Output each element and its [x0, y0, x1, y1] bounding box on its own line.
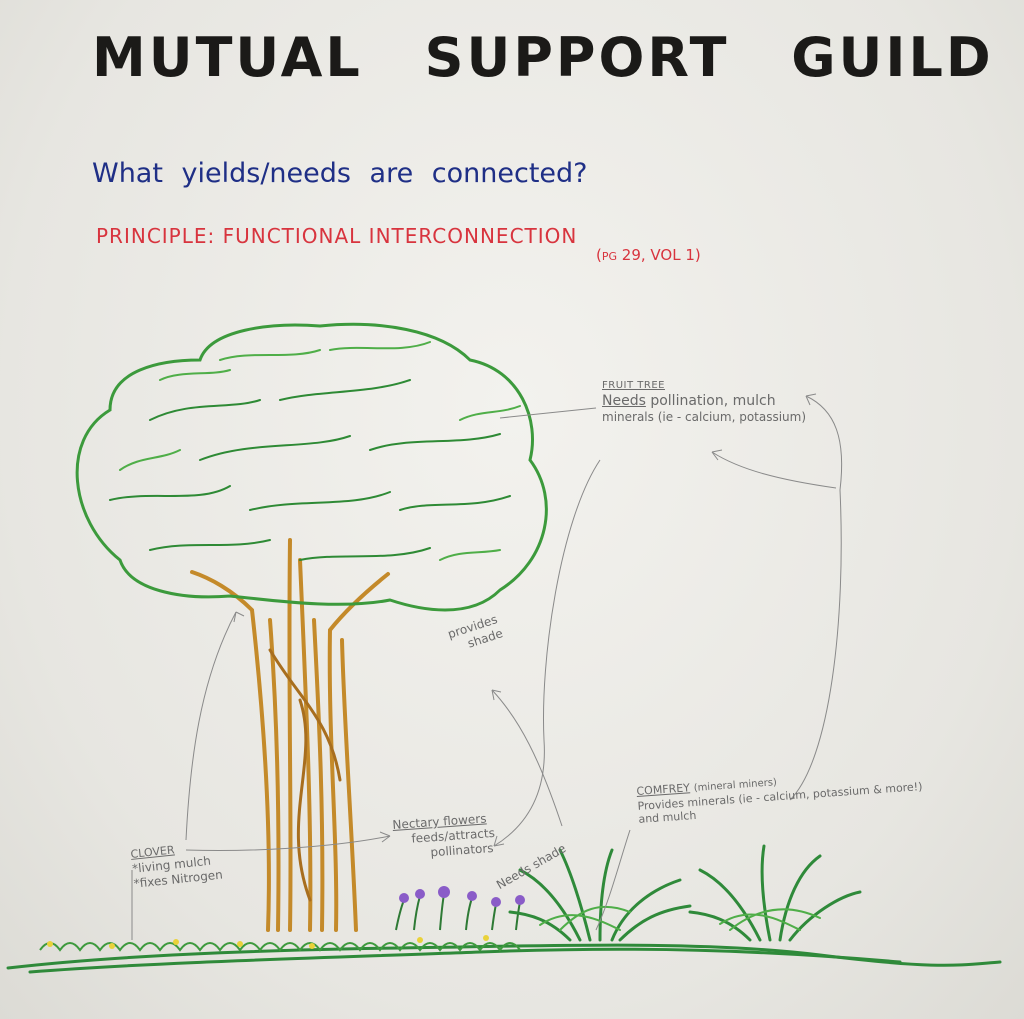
principle-label: PRINCIPLE: FUNCTIONAL INTERCONNECTION [96, 224, 578, 248]
ground-line [6, 943, 1002, 974]
connector-lines [131, 393, 843, 940]
tree-trunk [190, 538, 390, 932]
nectary-note: Nectary flowers feeds/attracts pollinato… [392, 811, 496, 863]
guiding-question: What yields/needs are connected? [92, 158, 588, 189]
poster-title: MUTUAL SUPPORT GUILD [92, 26, 994, 89]
comfrey-plants [508, 844, 862, 942]
nectary-flowers [395, 886, 525, 931]
fruit-tree-minerals: minerals (ie - calcium, potassium) [602, 410, 807, 424]
tree-canopy [75, 322, 548, 612]
fruit-tree-needs-lead: Needs [602, 392, 646, 409]
fruit-tree-note: FRUIT TREE Needs pollination, mulch mine… [602, 380, 806, 425]
fruit-tree-heading: FRUIT TREE [602, 380, 665, 391]
clover-note: CLOVER *living mulch *fixes Nitrogen [130, 839, 223, 892]
fruit-tree-needs-rest: pollination, mulch [650, 392, 776, 409]
clover-groundcover [39, 935, 521, 952]
comfrey-heading: COMFREY [636, 781, 691, 798]
principle-reference: (pg 29, VOL 1) [596, 246, 701, 264]
